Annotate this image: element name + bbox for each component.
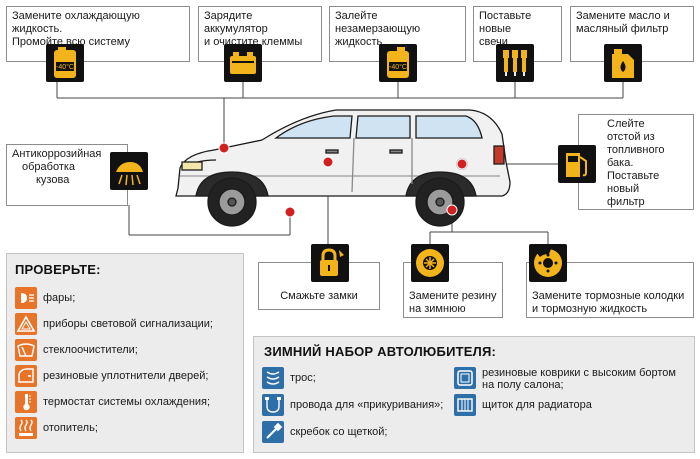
coolant-box: Замените охлаждающую жидкость. Промойте … [6,6,190,62]
anticorrosion-box: Антикоррозийная обработка кузова [6,144,128,206]
brake-disc-icon [529,244,567,282]
kit-item-label: щиток для радиатора [482,399,592,411]
thermometer-icon [15,391,37,413]
car-body-spray-icon [110,152,148,190]
padlock-oil-icon [311,244,349,282]
winter-kit-panel: ЗИМНИЙ НАБОР АВТОЛЮБИТЕЛЯ: трос; провода… [253,336,695,453]
battery-box: Зарядите аккумулятор и очистите клеммы [198,6,322,62]
coolant-canister-icon: -40°C [46,44,84,82]
winter-tire-icon [411,244,449,282]
kit-item-label: скребок со щеткой; [290,426,388,438]
wiper-icon [15,339,37,361]
check-item-label: отопитель; [43,422,98,434]
check-panel: ПРОВЕРЬТЕ: фары; приборы световой сигнал… [6,253,244,453]
tire-box: Замените резину на зимнюю [403,262,503,318]
radiator-shield-icon [454,394,476,416]
kit-item-label: трос; [290,372,316,384]
headlight-icon [15,287,37,309]
spark-plugs-box: Поставьте новые свечи [473,6,562,62]
heater-icon [15,417,37,439]
kit-panel-title: ЗИМНИЙ НАБОР АВТОЛЮБИТЕЛЯ: [264,344,497,359]
tow-rope-icon [262,367,284,389]
hazard-triangle-icon [15,313,37,335]
kit-item-label: резиновые коврики с высоким бортом [482,367,676,379]
marker-tire [446,204,458,216]
kit-item-label-line2: на полу салона; [482,379,564,391]
oil-canister-icon [604,44,642,82]
fuel-box: Слейте отстой из топливного бака. Постав… [578,114,694,210]
jumper-cables-icon [262,394,284,416]
marker-lock [322,156,334,168]
suv-illustration [175,109,511,227]
battery-icon [224,44,262,82]
door-seal-icon [15,365,37,387]
kit-item-label: провода для «прикуривания»; [290,399,444,411]
check-item-label: резиновые уплотнители дверей; [43,370,209,382]
marker-engine [218,142,230,154]
marker-body [284,206,296,218]
scraper-brush-icon [262,421,284,443]
coolant-badge: -40°C [56,63,74,71]
washer-fluid-canister-icon: -40°C [379,44,417,82]
marker-fuel [456,158,468,170]
check-item-label: термостат системы охлаждения; [43,396,211,408]
check-item-label: приборы световой сигнализации; [43,318,213,330]
washer-badge: -40°C [389,63,407,71]
check-item-label: стеклоочистители; [43,344,138,356]
check-panel-title: ПРОВЕРЬТЕ: [15,262,101,277]
floor-mat-icon [454,367,476,389]
fuel-pump-icon [558,145,596,183]
spark-plugs-icon [496,44,534,82]
marker-points [218,142,468,218]
check-item-label: фары; [43,292,76,304]
